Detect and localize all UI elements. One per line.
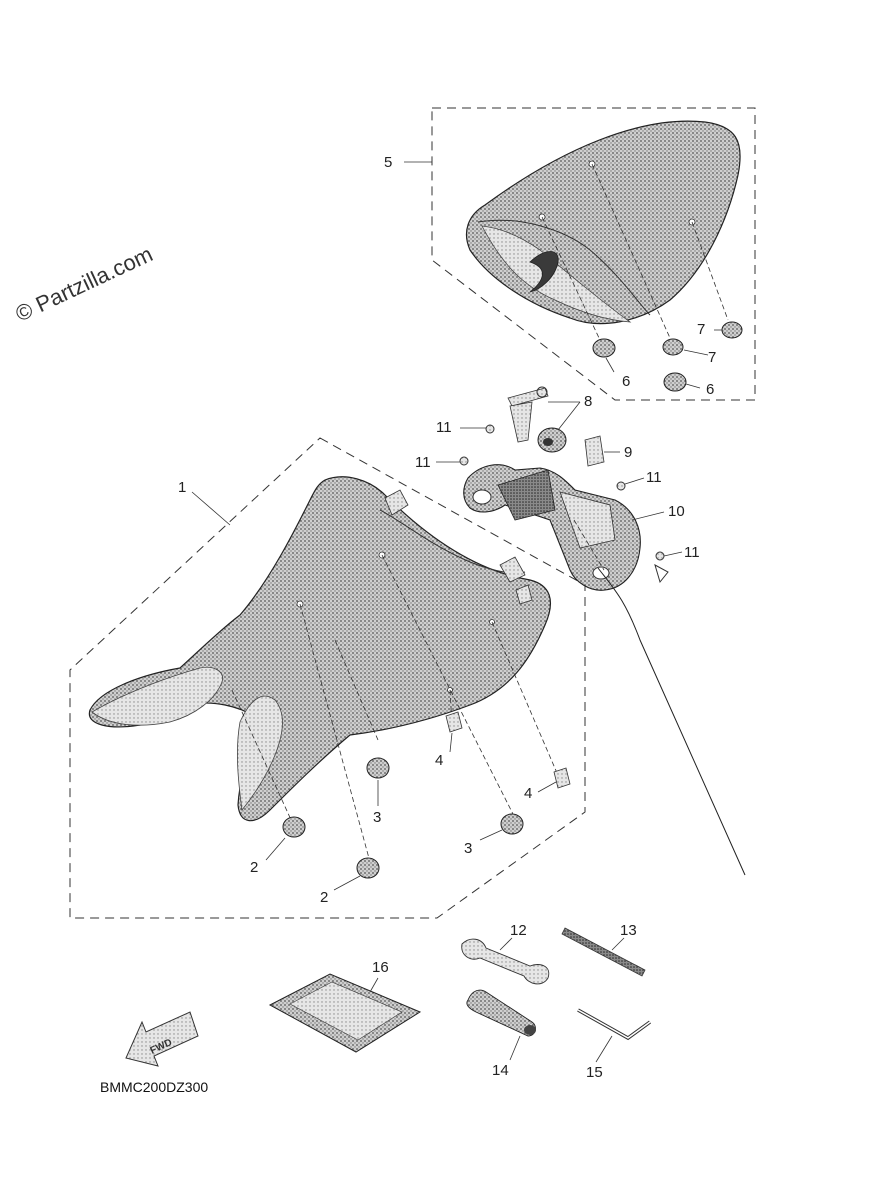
bolt-11a [485,424,495,434]
callout-16: 16 [372,959,389,976]
tool-14 [466,989,536,1037]
callout-11d: 11 [684,544,700,561]
callout-13: 13 [620,922,637,939]
callout-2b: 2 [320,889,328,906]
callout-7b: 7 [708,349,716,366]
damper-3a [366,757,390,779]
callout-11b: 11 [415,454,431,471]
seat-lock-cable [597,567,746,876]
front-seat [88,476,552,822]
tool-13 [561,927,646,977]
callout-4b: 4 [524,785,532,802]
bolt-11b [459,456,469,466]
callout-3a: 3 [373,809,381,826]
damper-2a [282,816,306,838]
damper-6a [592,338,616,358]
rear-seat [465,120,741,325]
callout-1: 1 [178,479,186,496]
callout-11c: 11 [646,469,662,486]
clip-4a [445,711,463,733]
callout-9: 9 [624,444,632,461]
seat-lock-cylinder [537,427,567,453]
damper-3b [500,813,524,835]
callout-4a: 4 [435,752,443,769]
watermark: © Partzilla.com [12,241,157,326]
damper-7b [662,338,684,356]
callout-15: 15 [586,1064,603,1081]
rear-seat-group-outline [431,107,756,401]
bolt-11c [616,481,626,491]
callout-10: 10 [668,503,685,520]
callout-numbers: 5 1 2 2 3 3 4 4 6 6 7 7 8 9 10 11 11 11 … [178,154,716,1081]
diagram-code: BMMC200DZ300 [100,1079,208,1095]
callout-6a: 6 [622,373,630,390]
wrench-12 [461,938,550,985]
callout-7a: 7 [697,321,705,338]
callout-leaders [191,161,722,1063]
seat-lock-key [507,386,549,443]
callout-2a: 2 [250,859,258,876]
callout-12: 12 [510,922,527,939]
damper-2b [356,857,380,879]
callout-6b: 6 [706,381,714,398]
bolt-11d [655,551,665,561]
clip-4b [553,767,571,789]
callout-8: 8 [584,393,592,410]
damper-6b [663,372,687,392]
lock-bracket [463,464,669,591]
tool-15 [577,1008,652,1041]
callout-5: 5 [384,154,392,171]
forward-arrow-icon: FWD [125,1011,199,1067]
tool-bag-16 [268,973,422,1053]
callout-11a: 11 [436,419,452,436]
callout-3b: 3 [464,840,472,857]
callout-14: 14 [492,1062,509,1079]
damper-7a [721,321,743,339]
lock-clip-9 [584,435,605,467]
